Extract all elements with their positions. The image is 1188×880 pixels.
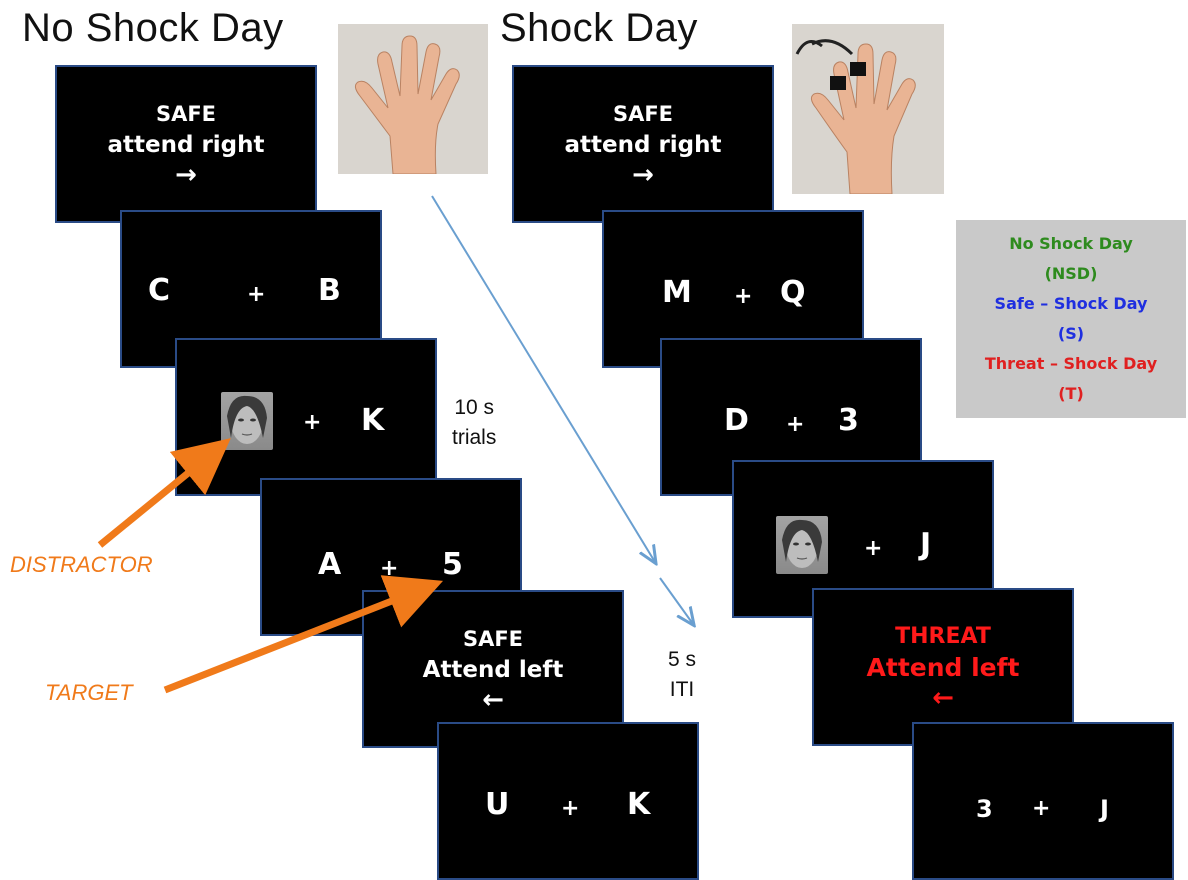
trial-right-letter: B — [318, 273, 341, 308]
screen-left-cue-1: SAFE attend right → — [55, 65, 317, 223]
cue-label: SAFE — [155, 102, 217, 126]
trial-left-letter: D — [724, 403, 749, 438]
trial-right-letter: K — [627, 787, 651, 822]
legend-item-safe-abbr: (S) — [1057, 324, 1085, 343]
legend-box: No Shock Day (NSD) Safe – Shock Day (S) … — [956, 220, 1186, 418]
iti-label: ITI — [669, 678, 695, 701]
iti-arrow — [659, 577, 693, 624]
flow-arrow — [431, 195, 655, 562]
legend-item-nsd: No Shock Day — [1009, 234, 1133, 253]
target-arrow — [163, 575, 444, 694]
iti-note: 5 s ITI — [668, 645, 696, 705]
cue-instruction: Attend left — [866, 653, 1020, 682]
legend-item-threat-abbr: (T) — [1058, 384, 1084, 403]
cue-label: SAFE — [462, 627, 524, 651]
screen-right-trial-3: + J — [732, 460, 994, 618]
distractor-label: DISTRACTOR — [10, 552, 153, 577]
trial-right-letter: K — [361, 403, 385, 438]
trial-right-letter: J — [920, 527, 932, 562]
fixation-cross: + — [734, 284, 753, 309]
trial-right-letter: 5 — [442, 547, 463, 582]
screen-right-cue-1: SAFE attend right → — [512, 65, 774, 223]
trial-duration-value: 10 s — [454, 396, 495, 419]
screen-left-cue-2: SAFE Attend left ← — [362, 590, 624, 748]
right-arrow-icon: → — [632, 160, 654, 190]
legend-item-threat: Threat – Shock Day — [984, 354, 1158, 373]
face-photo — [776, 516, 828, 574]
legend-item-nsd-abbr: (NSD) — [1044, 264, 1098, 283]
trial-right-letter: J — [1100, 795, 1109, 823]
legend-item-safe: Safe – Shock Day — [994, 294, 1148, 313]
cue-label: SAFE — [612, 102, 674, 126]
trial-duration-note: 10 s trials — [452, 393, 496, 453]
distractor-arrow — [97, 438, 231, 548]
screen-left-trial-2: + K — [175, 338, 437, 496]
screen-right-trial-4: 3 + J — [912, 722, 1174, 880]
trial-left-letter: 3 — [976, 795, 993, 823]
fixation-cross: + — [380, 556, 399, 581]
trial-right-letter: 3 — [838, 403, 859, 438]
left-arrow-icon: ← — [482, 685, 504, 715]
cue-instruction: attend right — [564, 132, 722, 158]
fixation-cross: + — [786, 412, 805, 437]
screen-left-trial-4: U + K — [437, 722, 699, 880]
trial-left-letter: A — [318, 547, 342, 582]
trial-left-letter: U — [485, 787, 510, 822]
fixation-cross: + — [247, 282, 266, 307]
cue-instruction: attend right — [107, 132, 265, 158]
cue-instruction: Attend left — [422, 657, 564, 683]
fixation-cross: + — [561, 796, 580, 821]
iti-value: 5 s — [668, 648, 697, 671]
fixation-cross: + — [864, 536, 883, 561]
left-arrow-icon: ← — [932, 683, 954, 713]
right-arrow-icon: → — [175, 160, 197, 190]
heading-shock-day: Shock Day — [500, 6, 698, 50]
heading-no-shock-day: No Shock Day — [22, 6, 284, 50]
target-label: TARGET — [45, 680, 133, 705]
hand-photo — [338, 24, 488, 174]
fixation-cross: + — [1032, 796, 1051, 821]
hand-with-electrodes-photo — [792, 24, 944, 194]
trial-left-letter: C — [148, 273, 171, 308]
trial-duration-unit: trials — [452, 426, 497, 449]
cue-label: THREAT — [895, 624, 991, 649]
trial-right-letter: Q — [780, 275, 806, 310]
fixation-cross: + — [303, 410, 322, 435]
trial-left-letter: M — [662, 275, 692, 310]
